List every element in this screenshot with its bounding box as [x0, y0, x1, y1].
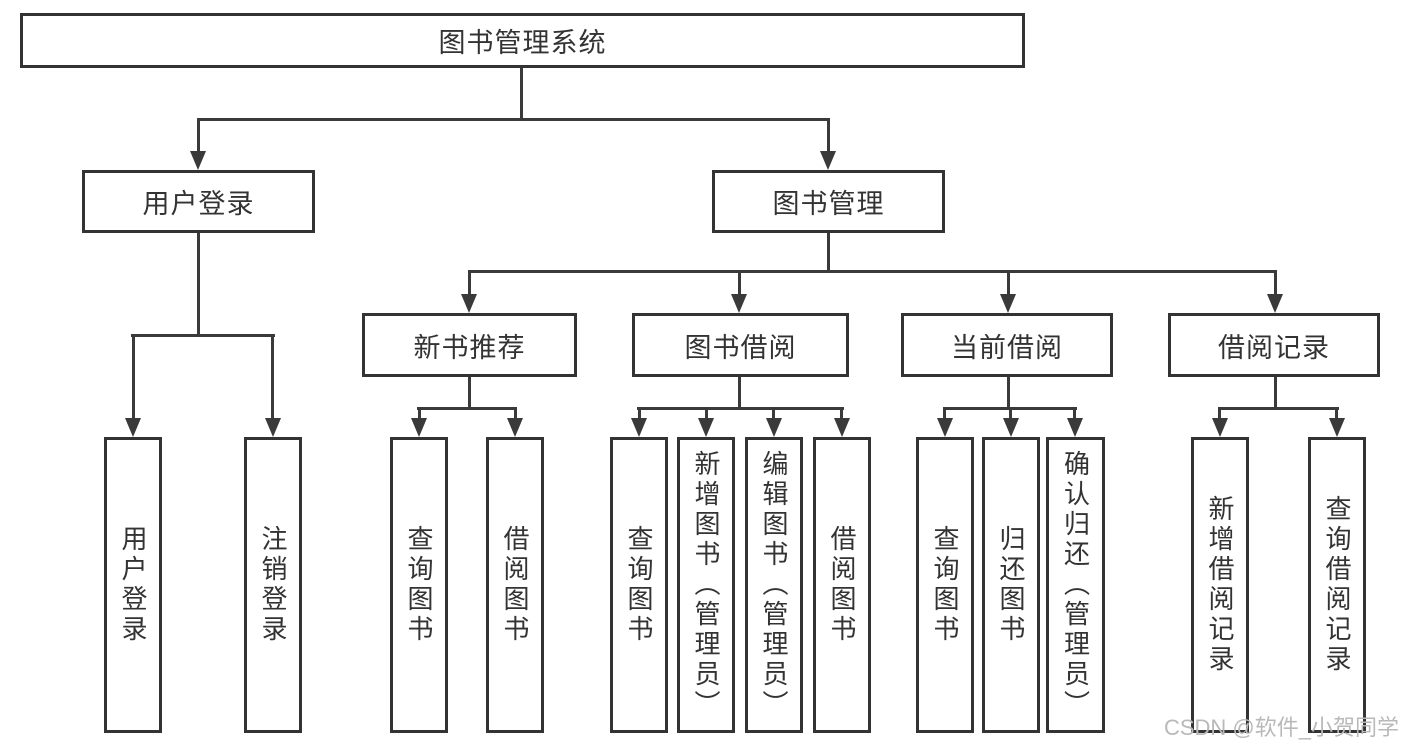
connector-line: [197, 118, 830, 121]
leaf-user-login: 用户登录: [104, 437, 162, 733]
connector-line: [1007, 270, 1010, 298]
arrow-down-icon: [820, 151, 836, 170]
csdn-watermark: CSDN @软件_小贺同学: [1163, 715, 1399, 740]
node-new-book-recommend: 新书推荐: [362, 313, 577, 377]
node-label: 当前借阅: [951, 332, 1063, 363]
leaf-borrow-books-2: 借阅图书: [813, 437, 871, 733]
node-label: 归还图书: [996, 525, 1026, 645]
connector-line: [1218, 407, 1339, 410]
connector-line: [468, 377, 471, 407]
leaf-add-borrow-record: 新增借阅记录: [1191, 437, 1249, 733]
connector-line: [637, 407, 844, 410]
connector-line: [772, 407, 775, 421]
node-label: 用户登录: [142, 189, 255, 219]
connector-line: [738, 377, 741, 407]
connector-line: [1335, 407, 1338, 421]
connector-line: [197, 233, 200, 334]
connector-line: [131, 334, 275, 337]
leaf-query-books-1: 查询图书: [390, 437, 448, 733]
connector-line: [638, 407, 641, 421]
node-label: 确认归还（管理员）: [1060, 450, 1091, 720]
connector-line: [827, 233, 830, 270]
arrow-down-icon: [125, 418, 141, 437]
node-label: 借阅记录: [1218, 332, 1330, 363]
node-label: 借阅图书: [500, 525, 530, 645]
node-book-borrow: 图书借阅: [632, 313, 849, 377]
connector-line: [132, 334, 135, 422]
node-label: 图书管理: [772, 189, 885, 219]
arrow-down-icon: [937, 418, 953, 437]
connector-line: [1218, 407, 1221, 421]
leaf-edit-books-admin: 编辑图书（管理员）: [745, 437, 803, 733]
connector-line: [827, 118, 830, 154]
node-book-management: 图书管理: [712, 170, 945, 233]
connector-line: [514, 407, 517, 421]
node-label: 图书管理系统: [438, 28, 607, 58]
connector-line: [1274, 270, 1277, 298]
connector-line: [417, 407, 517, 410]
arrow-down-icon: [1003, 418, 1019, 437]
connector-line: [840, 407, 843, 421]
node-label: 用户登录: [118, 525, 148, 645]
connector-line: [1073, 407, 1076, 421]
arrow-down-icon: [1067, 418, 1083, 437]
connector-line: [468, 270, 471, 298]
node-label: 图书借阅: [684, 332, 797, 363]
node-label: 查询借阅记录: [1322, 495, 1352, 675]
arrow-down-icon: [766, 418, 782, 437]
node-label: 新增图书（管理员）: [691, 450, 721, 720]
node-label: 借阅图书: [827, 525, 857, 645]
leaf-logout: 注销登录: [244, 437, 302, 733]
leaf-borrow-books-1: 借阅图书: [486, 437, 544, 733]
arrow-down-icon: [461, 294, 477, 313]
connector-line: [1007, 377, 1010, 407]
leaf-query-books-3: 查询图书: [916, 437, 974, 733]
leaf-add-books-admin: 新增图书（管理员）: [677, 437, 735, 733]
node-label: 编辑图书（管理员）: [759, 450, 789, 720]
connector-line: [1274, 377, 1277, 407]
arrow-down-icon: [1267, 294, 1283, 313]
node-borrow-record: 借阅记录: [1168, 313, 1380, 377]
connector-line: [738, 270, 741, 298]
node-label: 查询图书: [404, 525, 434, 645]
node-label: 注销登录: [258, 525, 288, 645]
connector-line: [271, 334, 274, 422]
leaf-query-books-2: 查询图书: [610, 437, 668, 733]
arrow-down-icon: [1000, 294, 1016, 313]
node-label: 查询图书: [624, 525, 654, 645]
node-label: 新增借阅记录: [1205, 495, 1235, 675]
node-library-management-system: 图书管理系统: [20, 13, 1025, 68]
arrow-down-icon: [834, 418, 850, 437]
arrow-down-icon: [265, 418, 281, 437]
leaf-confirm-return-admin: 确认归还（管理员）: [1046, 437, 1105, 733]
arrow-down-icon: [507, 418, 523, 437]
connector-line: [705, 407, 708, 421]
node-label: 新书推荐: [413, 332, 526, 363]
connector-line: [943, 407, 946, 421]
connector-line: [197, 118, 200, 154]
arrow-down-icon: [731, 294, 747, 313]
connector-line: [1009, 407, 1012, 421]
arrow-down-icon: [698, 418, 714, 437]
arrow-down-icon: [1212, 418, 1228, 437]
node-user-login: 用户登录: [82, 170, 315, 233]
arrow-down-icon: [411, 418, 427, 437]
leaf-query-borrow-record: 查询借阅记录: [1308, 437, 1366, 733]
connector-line: [520, 68, 523, 118]
connector-line: [418, 407, 421, 421]
connector-line: [468, 270, 1277, 273]
node-current-borrow: 当前借阅: [901, 313, 1113, 377]
arrow-down-icon: [190, 151, 206, 170]
leaf-return-books: 归还图书: [982, 437, 1040, 733]
arrow-down-icon: [1329, 418, 1345, 437]
node-label: 查询图书: [930, 525, 960, 645]
arrow-down-icon: [631, 418, 647, 437]
